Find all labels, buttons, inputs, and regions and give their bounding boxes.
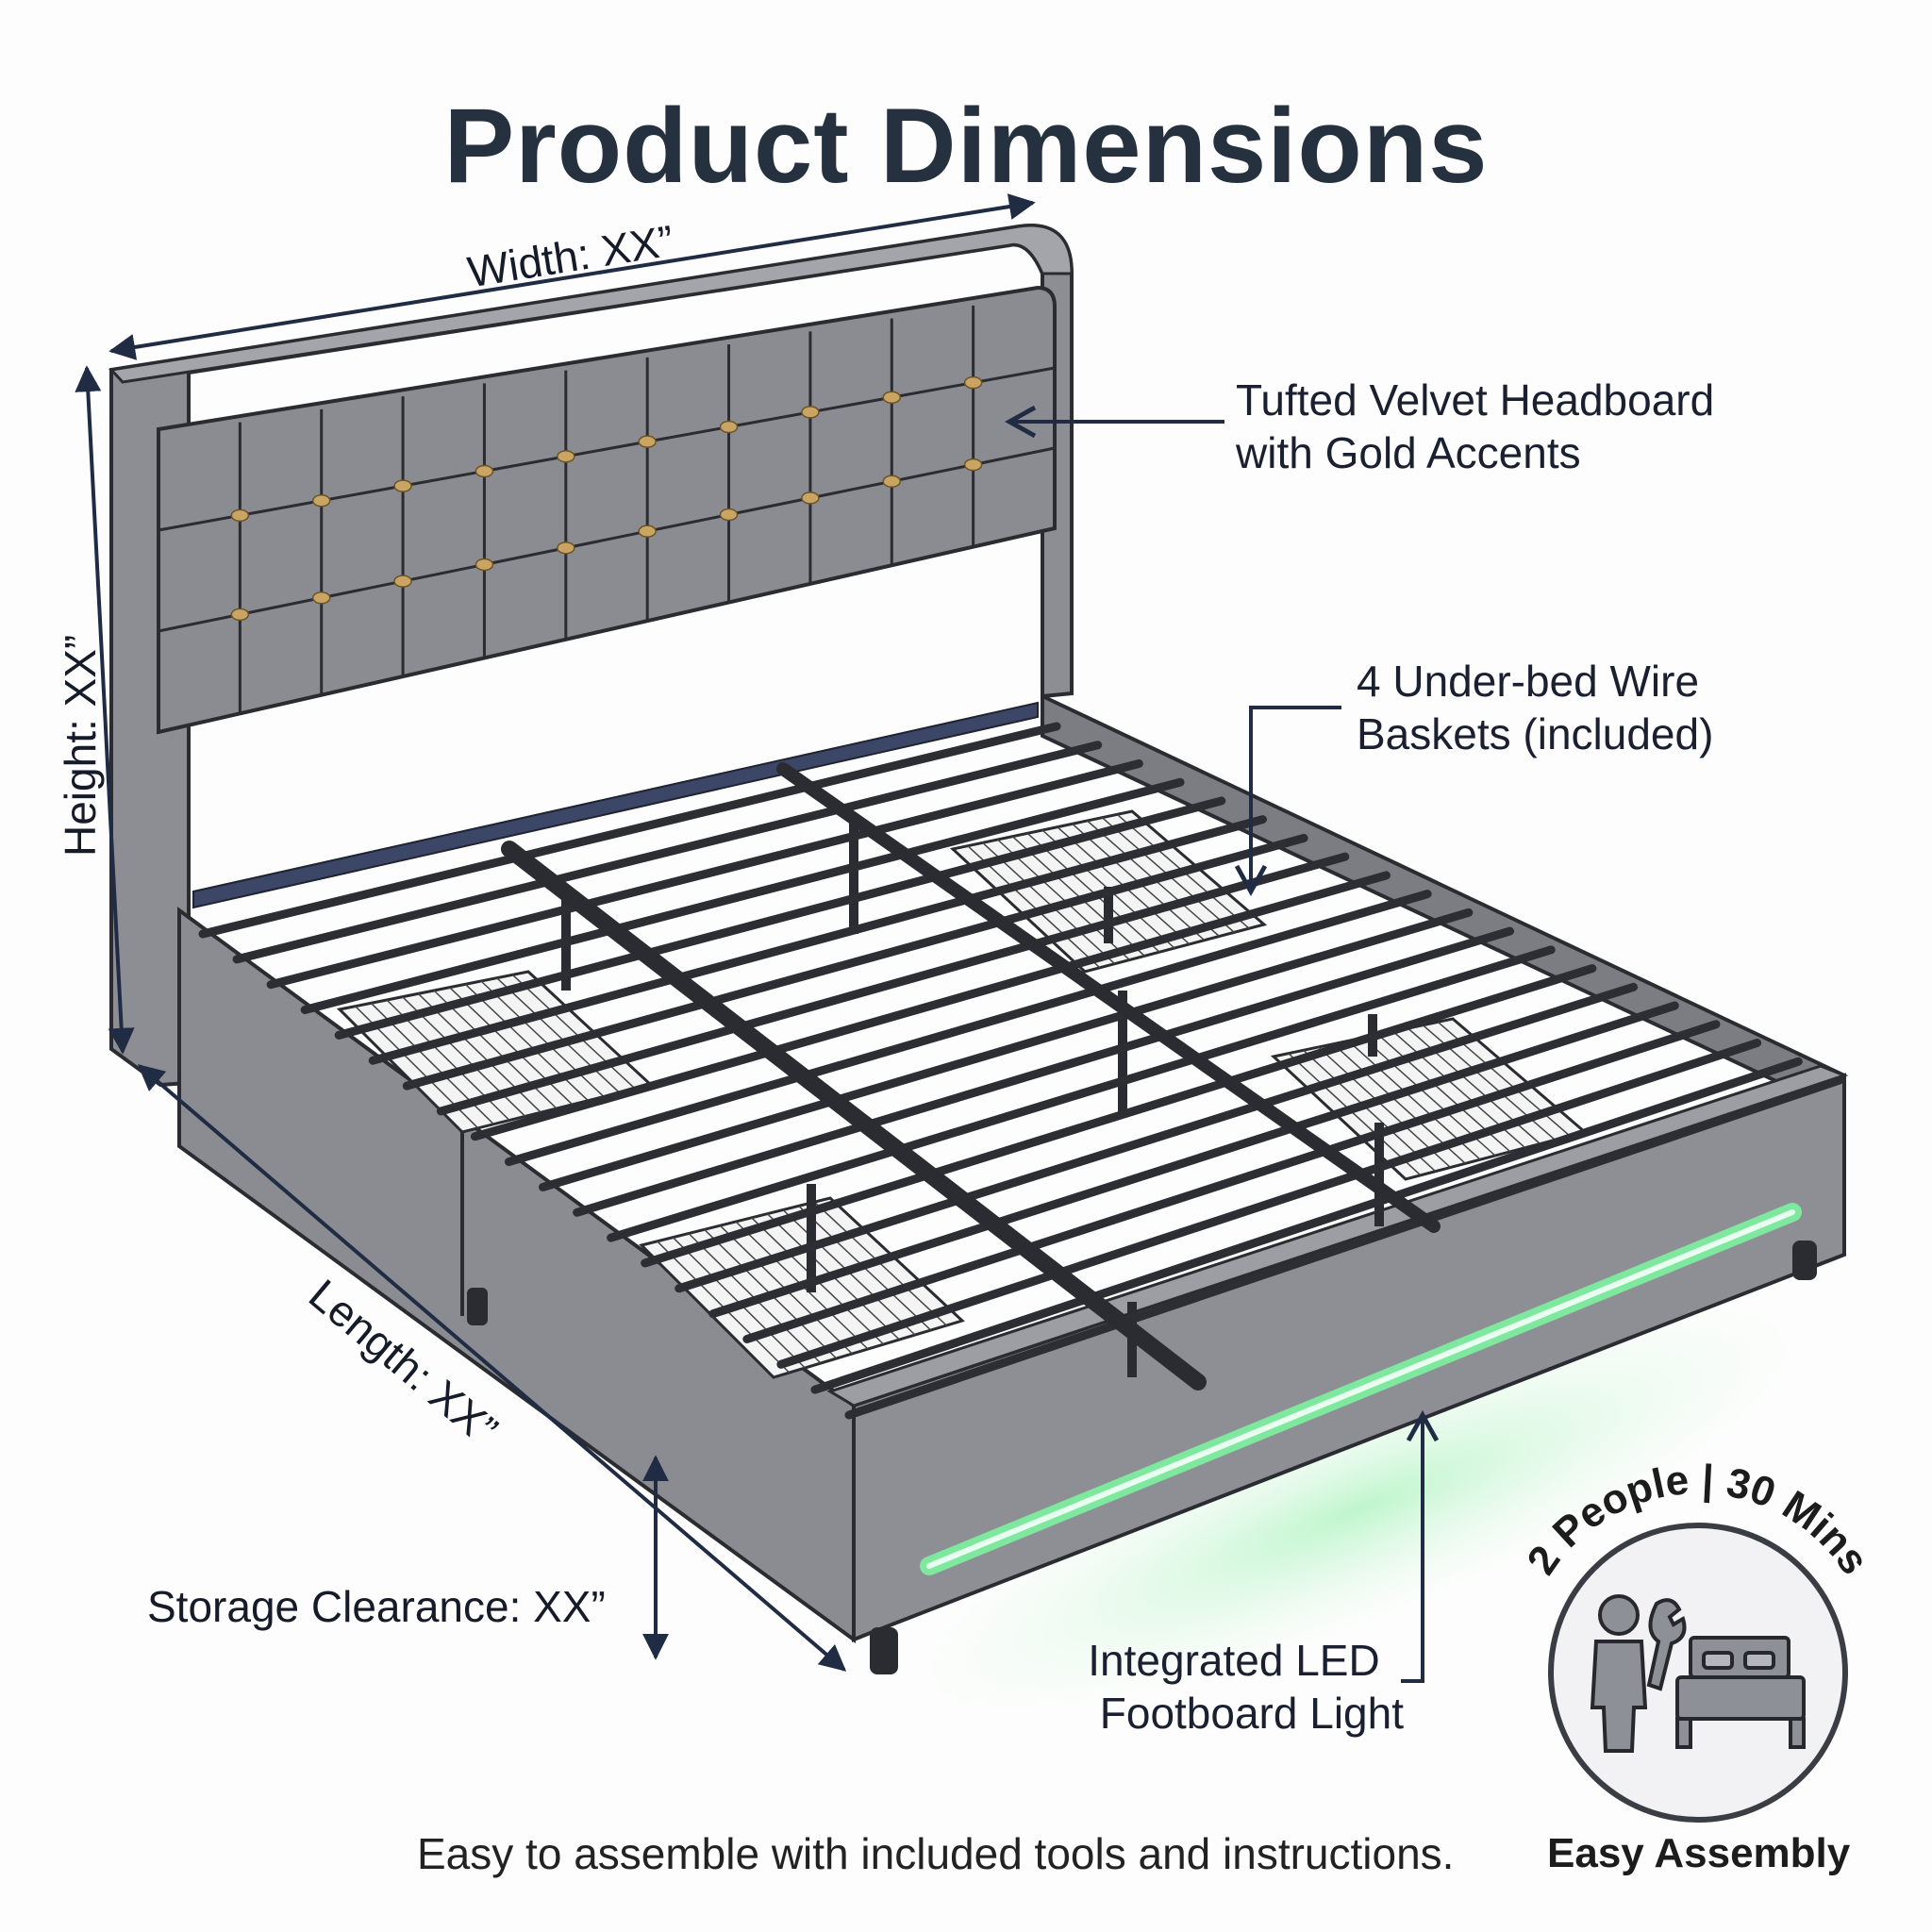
bed-slat [776, 1039, 1762, 1369]
gold-button [475, 558, 494, 572]
tuft-seam-horizontal [158, 366, 1056, 532]
gold-button [638, 525, 657, 538]
gold-button [882, 475, 902, 489]
person-icon [1590, 1594, 1648, 1753]
gold-button [882, 391, 902, 405]
leg-front-right [1792, 1241, 1817, 1280]
baskets-callout-line2: Baskets (included) [1357, 709, 1714, 758]
led-callout: Integrated LED Footboard Light [1064, 1634, 1404, 1740]
height-label: Height: XX” [56, 634, 105, 857]
gold-button [393, 479, 412, 492]
gold-button [963, 458, 983, 472]
led-callout-line1: Integrated LED [1088, 1636, 1380, 1685]
led-leader [1401, 1410, 1440, 1683]
gold-button [638, 435, 657, 448]
tuft-seam-horizontal [158, 446, 1056, 633]
bed-slat [810, 1057, 1803, 1394]
tufting-grid [158, 305, 1056, 714]
wrench-icon [1646, 1598, 1687, 1691]
center-beam [501, 841, 1207, 1391]
gold-button [230, 508, 250, 523]
gold-button [557, 450, 575, 463]
width-dimension-line [108, 193, 1036, 360]
bed-slat [708, 1001, 1679, 1319]
gold-button [475, 464, 494, 478]
bed-slat [368, 815, 1267, 1065]
gold-button [801, 406, 820, 419]
led-floor-glow [901, 1297, 1816, 1722]
gold-button [311, 493, 331, 508]
badge-title: Easy Assembly [1547, 1830, 1851, 1876]
center-beam-2 [776, 762, 1441, 1233]
basket-wire [1288, 1053, 1422, 1176]
bed-slat [198, 722, 1061, 939]
bed-slat [232, 741, 1103, 964]
led-callout-line2: Footboard Light [1099, 1689, 1404, 1738]
footer-text: Easy to assemble with included tools and… [417, 1829, 1455, 1878]
basket-wire [982, 841, 1116, 965]
page-title: Product Dimensions [443, 87, 1489, 205]
gold-button [963, 375, 983, 390]
bed-slat [742, 1020, 1721, 1343]
gold-button [230, 608, 250, 622]
height-dimension-line [75, 365, 135, 1055]
leg-mid-left [467, 1288, 488, 1325]
gold-button [719, 508, 739, 522]
led-strip-core [926, 1209, 1795, 1569]
headboard-callout-line2: with Gold Accents [1236, 428, 1581, 477]
bed-slat [334, 796, 1226, 1040]
bed-slat [844, 1075, 1844, 1420]
bed-icon [1675, 1636, 1806, 1749]
leg-front-left [870, 1627, 898, 1674]
bed-slat [266, 758, 1143, 990]
bed-slat [300, 777, 1185, 1015]
gold-button [801, 491, 820, 505]
baskets-callout: 4 Under-bed Wire Baskets (included) [1357, 655, 1713, 760]
gold-button [393, 575, 412, 588]
bed-slat [402, 833, 1308, 1091]
tufted-panel [157, 285, 1057, 735]
headboard-callout-line1: Tufted Velvet Headboard [1236, 375, 1715, 425]
length-dimension-line [137, 1064, 847, 1672]
gold-button [311, 591, 331, 605]
basket-wire [1303, 1049, 1437, 1173]
header-rail [192, 701, 1039, 909]
gold-button [719, 420, 739, 434]
storage-clearance-label: Storage Clearance: XX” [147, 1582, 606, 1631]
baskets-callout-line1: 4 Under-bed Wire [1357, 657, 1700, 706]
baskets-leader [1234, 706, 1341, 896]
bed-frame [177, 692, 1849, 1674]
gold-button [557, 541, 575, 555]
headboard-callout: Tufted Velvet Headboard with Gold Accent… [1236, 374, 1714, 479]
